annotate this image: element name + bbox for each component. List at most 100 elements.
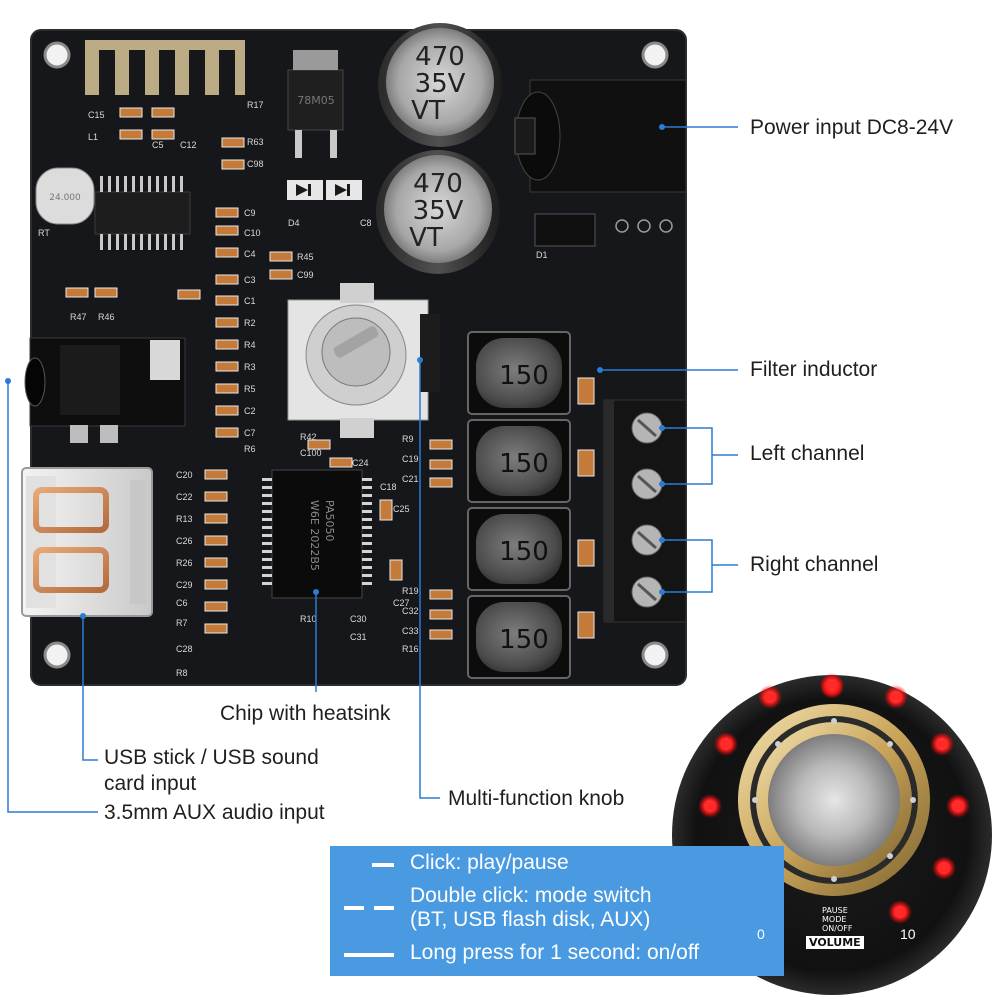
double-dash-icon-second xyxy=(374,906,394,910)
svg-text:78M05: 78M05 xyxy=(297,94,335,107)
svg-text:R10: R10 xyxy=(300,614,317,624)
svg-text:C28: C28 xyxy=(176,644,193,654)
double-dash-icon xyxy=(344,906,364,910)
svg-text:150: 150 xyxy=(499,449,549,479)
svg-text:C5: C5 xyxy=(152,140,164,150)
bt-chip xyxy=(94,191,191,235)
svg-text:C26: C26 xyxy=(176,536,193,546)
inductor-2: 150 xyxy=(467,419,571,503)
svg-text:R42: R42 xyxy=(300,432,317,442)
aux-jack xyxy=(24,337,186,443)
dc-jack xyxy=(514,79,687,193)
svg-text:C21: C21 xyxy=(402,474,419,484)
svg-text:150: 150 xyxy=(499,625,549,655)
label-filter-inductor: Filter inductor xyxy=(750,358,878,381)
svg-text:R19: R19 xyxy=(402,586,419,596)
svg-text:D1: D1 xyxy=(536,250,548,260)
svg-text:C4: C4 xyxy=(244,249,256,259)
svg-text:C22: C22 xyxy=(176,492,193,502)
svg-text:R3: R3 xyxy=(244,362,256,372)
svg-text:RT: RT xyxy=(38,228,50,238)
legend-box: Click: play/pause Double click: mode swi… xyxy=(330,846,784,976)
knob-pause-text: PAUSE xyxy=(822,906,848,915)
svg-text:R7: R7 xyxy=(176,618,188,628)
svg-text:C100: C100 xyxy=(300,448,322,458)
svg-text:R13: R13 xyxy=(176,514,193,524)
legend-double-line1: Double click: mode switch xyxy=(410,884,652,907)
label-left-channel: Left channel xyxy=(750,442,865,465)
label-usb-line2: card input xyxy=(104,772,197,796)
svg-text:R9: R9 xyxy=(402,434,414,444)
knob-mode-legend: PAUSE MODE ON/OFF xyxy=(808,906,852,933)
inductor-4: 150 xyxy=(467,595,571,679)
speaker-terminal-block xyxy=(603,399,687,623)
svg-text:C10: C10 xyxy=(244,228,261,238)
svg-text:R6: R6 xyxy=(244,444,256,454)
svg-text:C9: C9 xyxy=(244,208,256,218)
svg-text:W6E 2022B5: W6E 2022B5 xyxy=(308,500,321,571)
svg-text:PA5050: PA5050 xyxy=(323,500,336,541)
svg-text:R8: R8 xyxy=(176,668,188,678)
knob-mode-text: MODE xyxy=(822,915,847,924)
usb-port xyxy=(21,467,153,617)
svg-text:R4: R4 xyxy=(244,340,256,350)
svg-text:24.000: 24.000 xyxy=(49,193,81,203)
svg-text:C18: C18 xyxy=(380,482,397,492)
svg-text:C31: C31 xyxy=(350,632,367,642)
svg-text:C98: C98 xyxy=(247,159,264,169)
svg-text:35V: 35V xyxy=(413,196,464,226)
long-dash-icon xyxy=(344,953,394,957)
capacitor-1: 470 35V VT xyxy=(378,23,502,147)
svg-text:R63: R63 xyxy=(247,137,264,147)
single-dash-icon xyxy=(372,863,394,867)
label-multifunction-knob: Multi-function knob xyxy=(448,787,625,810)
inductor-3: 150 xyxy=(467,507,571,591)
knob-onoff-text: ON/OFF xyxy=(822,924,853,933)
knob-panel xyxy=(672,673,992,995)
svg-text:C6: C6 xyxy=(176,598,188,608)
svg-text:VT: VT xyxy=(411,96,445,126)
svg-text:R5: R5 xyxy=(244,384,256,394)
svg-text:C30: C30 xyxy=(350,614,367,624)
svg-text:C8: C8 xyxy=(360,218,372,228)
label-usb-line1: USB stick / USB sound xyxy=(104,746,319,769)
svg-text:C7: C7 xyxy=(244,428,256,438)
knob-cap xyxy=(768,734,900,866)
svg-text:C25: C25 xyxy=(393,504,410,514)
silkscreen-labels: C15 L1 C5 R17 C12 R63 C98 C9 C10 C4 C3 C… xyxy=(38,100,548,678)
svg-text:C27: C27 xyxy=(393,598,410,608)
svg-text:C29: C29 xyxy=(176,580,193,590)
knob-max-label: 10 xyxy=(900,926,916,942)
inductor-1: 150 xyxy=(467,331,571,415)
svg-text:150: 150 xyxy=(499,537,549,567)
svg-text:R46: R46 xyxy=(98,312,115,322)
rotary-encoder xyxy=(287,283,440,438)
svg-text:R47: R47 xyxy=(70,312,87,322)
knob-min-label: 0 xyxy=(757,926,765,942)
smd-components xyxy=(65,107,595,640)
diode xyxy=(534,213,596,247)
legend-click: Click: play/pause xyxy=(410,851,569,874)
polarity-symbol xyxy=(615,219,673,233)
svg-text:L1: L1 xyxy=(88,132,98,142)
svg-text:R17: R17 xyxy=(247,100,264,110)
svg-text:470: 470 xyxy=(413,169,463,199)
crystal xyxy=(35,167,95,225)
label-chip-heatsink: Chip with heatsink xyxy=(220,702,391,725)
bt-antenna xyxy=(85,40,245,95)
svg-text:C2: C2 xyxy=(244,406,256,416)
svg-text:R2: R2 xyxy=(244,318,256,328)
svg-text:C12: C12 xyxy=(180,140,197,150)
svg-text:C15: C15 xyxy=(88,110,105,120)
amp-chip: PA5050 W6E 2022B5 xyxy=(262,469,372,599)
svg-text:C20: C20 xyxy=(176,470,193,480)
svg-text:C3: C3 xyxy=(244,275,256,285)
legend-double-click: Double click: mode switch (BT, USB flash… xyxy=(410,884,652,932)
label-right-channel: Right channel xyxy=(750,553,879,576)
svg-text:R16: R16 xyxy=(402,644,419,654)
mounting-holes xyxy=(43,41,669,669)
svg-text:R45: R45 xyxy=(297,252,314,262)
svg-text:VT: VT xyxy=(409,223,443,253)
svg-text:470: 470 xyxy=(415,42,465,72)
svg-text:C19: C19 xyxy=(402,454,419,464)
